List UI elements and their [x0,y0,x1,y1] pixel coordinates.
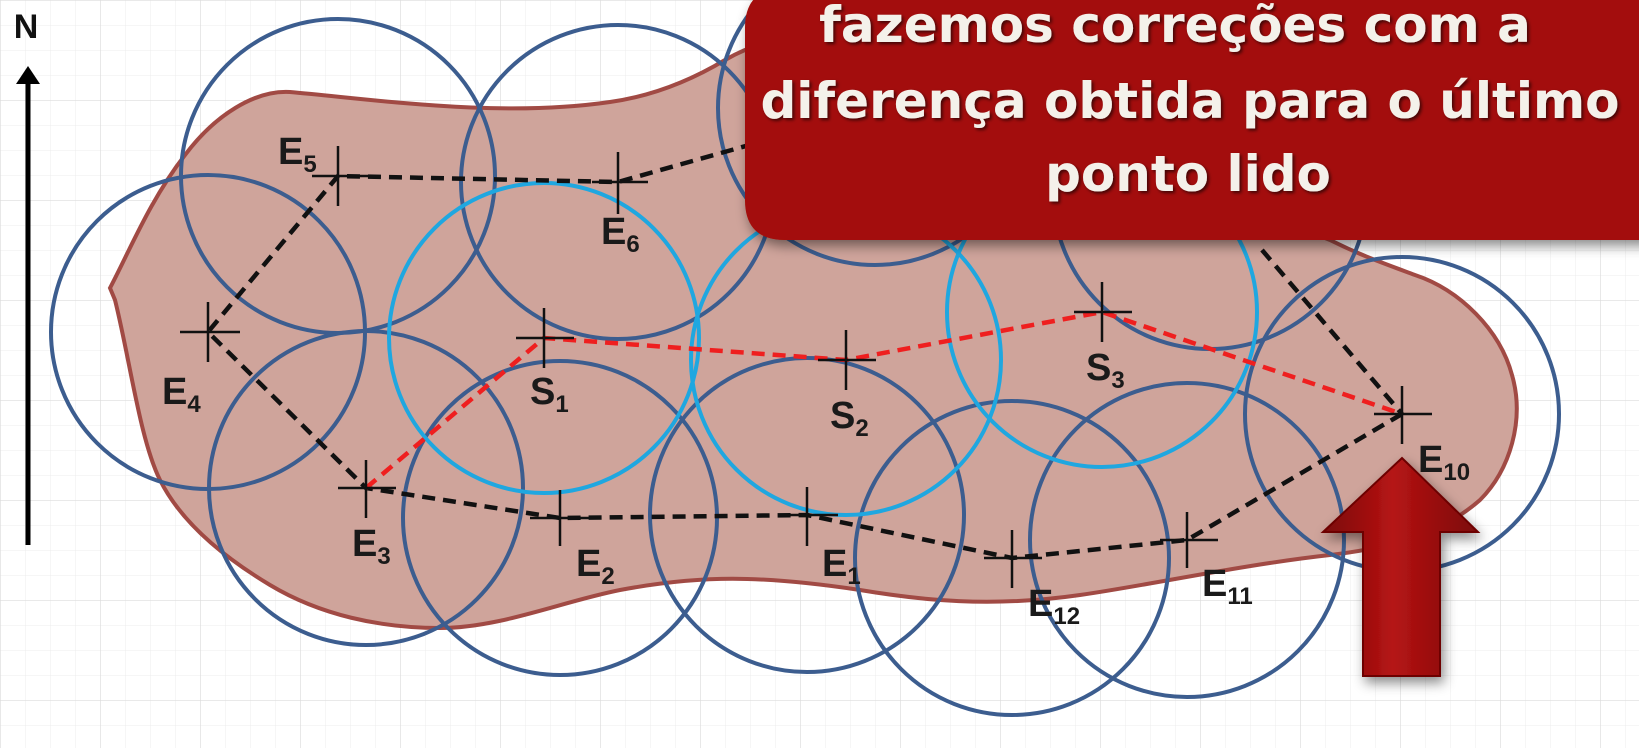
cross-e10 [1374,386,1432,444]
cross-e4 [180,302,240,362]
cross-e11 [1160,512,1218,568]
range-circle-e11 [1028,381,1346,699]
callout-line-2: diferença obtida para o último [761,72,1620,130]
station-labels: E5 E6 E4 E3 E2 E1 E12 E11 E10 S1 S2 S3 [162,131,1470,630]
cross-e5 [312,146,370,206]
cross-s3 [1074,282,1132,342]
cross-e2 [530,490,590,546]
cross-e6 [592,152,648,214]
label-s3: S3 [1086,347,1125,394]
cross-e1 [778,487,838,546]
cross-s2 [818,330,876,390]
up-arrow-icon [1320,456,1481,677]
callout-line-1: fazemos correções com a [819,0,1531,54]
range-circle-e12 [853,399,1171,717]
label-e1: E1 [822,543,861,590]
callout-box: fazemos correções com a diferença obtida… [745,0,1639,240]
cross-e3 [338,460,396,518]
label-e5: E5 [278,131,317,178]
label-e4: E4 [162,371,201,418]
station-crosses [180,146,1432,588]
label-e10: E10 [1418,439,1470,486]
label-s1: S1 [530,371,569,418]
intermediate-circle-s1 [387,181,701,495]
north-label: N [14,8,39,46]
cross-e12 [984,530,1042,588]
cross-s1 [516,308,574,368]
label-e12: E12 [1028,583,1080,630]
traverse-line-top-right [1260,248,1404,416]
label-e6: E6 [601,211,640,258]
label-e11: E11 [1202,563,1253,610]
traverse-line [204,139,1404,561]
label-s2: S2 [830,395,869,442]
north-arrow: N [14,8,40,545]
label-e2: E2 [576,543,615,590]
range-circle-e3 [207,329,525,647]
label-e3: E3 [352,523,391,570]
callout-line-3: ponto lido [1045,145,1331,203]
range-circle-e1 [648,356,966,674]
